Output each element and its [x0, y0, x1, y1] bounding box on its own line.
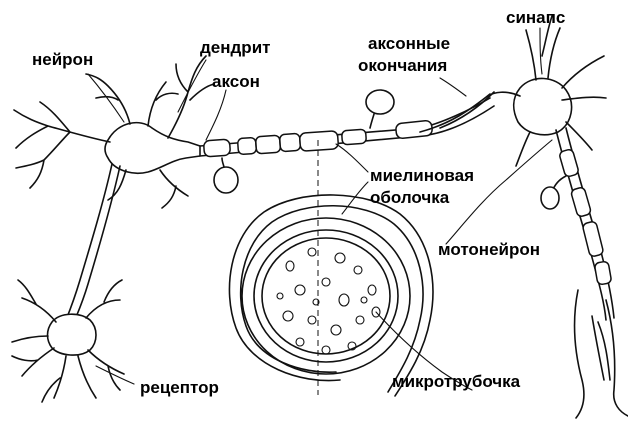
label-myelin-2: оболочка	[370, 188, 449, 207]
motoneuron-cell	[488, 16, 628, 418]
myelin-cross-section	[229, 195, 432, 396]
label-motoneuron: мотонейрон	[438, 240, 540, 259]
label-dendrite: дендрит	[200, 38, 270, 57]
label-axon-endings-1: аксонные	[368, 34, 450, 53]
label-myelin-1: миелиновая	[370, 166, 474, 185]
label-axon-endings-2: окончания	[358, 56, 447, 75]
label-neuron: нейрон	[32, 50, 93, 69]
neuron-cell	[14, 56, 214, 322]
receptor-cell	[12, 280, 124, 402]
label-synapse: синапс	[506, 8, 565, 27]
microtubules	[277, 248, 380, 354]
leader-lines	[88, 28, 552, 390]
label-axon: аксон	[212, 72, 260, 91]
label-receptor: рецептор	[140, 378, 219, 397]
label-microtubule: микротрубочка	[392, 372, 520, 391]
